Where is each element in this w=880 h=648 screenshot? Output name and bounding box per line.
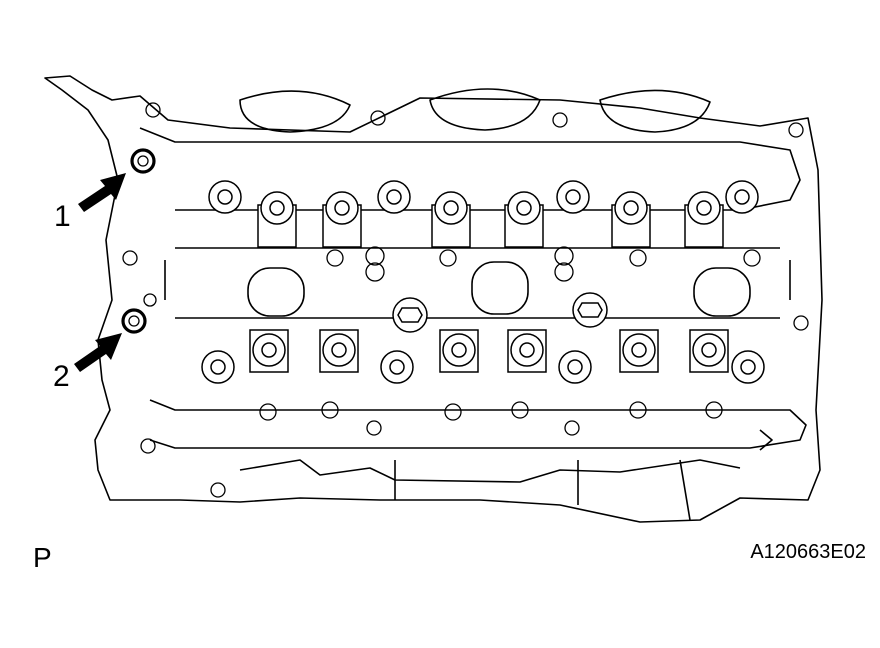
small-bosses [122, 102, 809, 498]
callout-arrows [74, 173, 126, 372]
marked-holes [121, 148, 156, 334]
camshaft-bolts [392, 292, 608, 333]
callout-2-label: 2 [53, 360, 70, 393]
callout-2-arrow [74, 333, 122, 372]
cylinder-head-outline [44, 75, 823, 523]
figure-code: A120663E02 [750, 541, 866, 563]
callout-1-arrow [78, 173, 126, 212]
view-label: P [33, 542, 52, 573]
callout-1-ring [130, 148, 156, 174]
callout-2-ring [121, 308, 147, 334]
callout-1-label: 1 [54, 200, 71, 233]
spark-plug-tubes [247, 261, 751, 317]
valve-retainers [252, 191, 726, 367]
head-bolt-holes [201, 180, 765, 384]
